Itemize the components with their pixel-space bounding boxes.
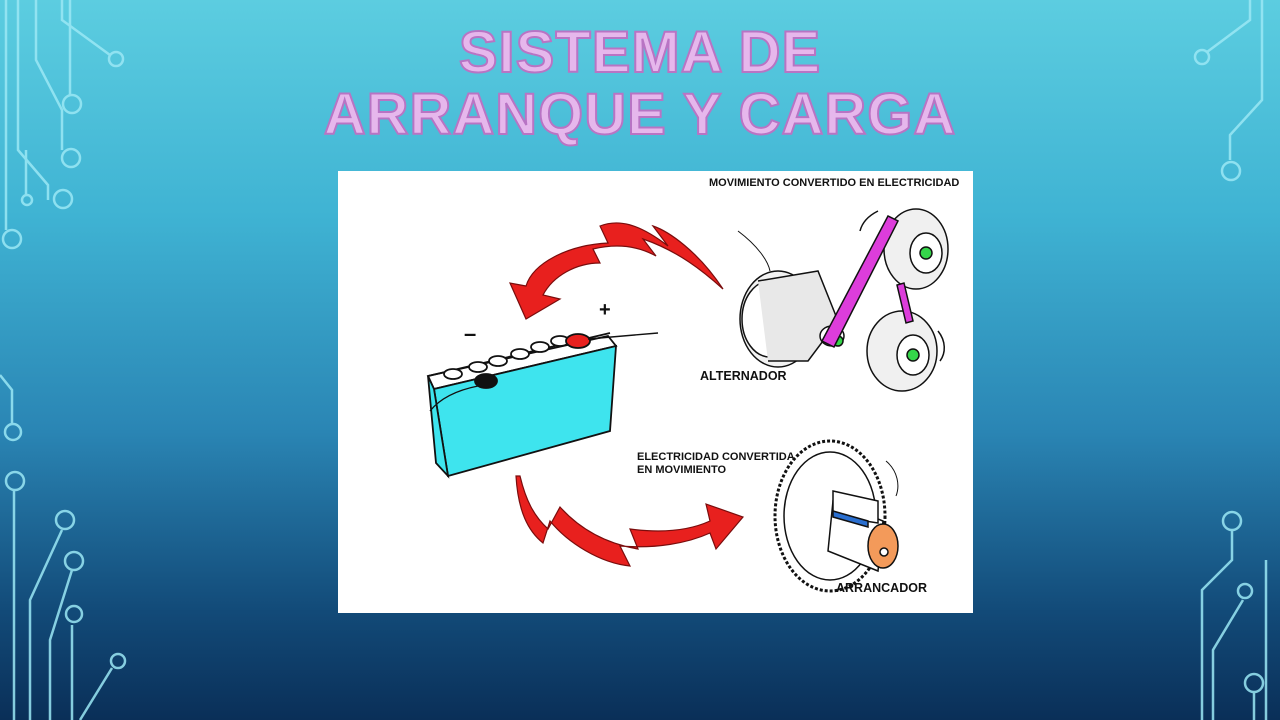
title-line-2: ARRANQUE Y CARGA xyxy=(323,82,957,147)
starting-charging-diagram: MOVIMIENTO CONVERTIDO EN ELECTRICIDAD AL… xyxy=(338,171,973,613)
top-caption: MOVIMIENTO CONVERTIDO EN ELECTRICIDAD xyxy=(709,177,960,189)
alternator-label: ALTERNADOR xyxy=(700,369,787,383)
diagram-illustration xyxy=(426,208,949,593)
charge-arrow xyxy=(508,222,724,320)
battery-illustration xyxy=(426,332,659,479)
bottom-caption-line-2: EN MOVIMIENTO xyxy=(637,464,727,476)
start-arrow xyxy=(515,475,745,567)
title-line-1: SISTEMA DE xyxy=(458,20,822,85)
slide-title: SISTEMA DE ARRANQUE Y CARGA xyxy=(240,20,1040,147)
starter-label: ARRANCADOR xyxy=(836,581,927,595)
alternator-illustration xyxy=(737,208,949,392)
negative-terminal-sign: – xyxy=(464,321,477,346)
starter-illustration xyxy=(773,439,899,593)
bottom-caption-line-1: ELECTRICIDAD CONVERTIDA xyxy=(637,451,795,463)
positive-terminal-sign: + xyxy=(599,299,611,321)
